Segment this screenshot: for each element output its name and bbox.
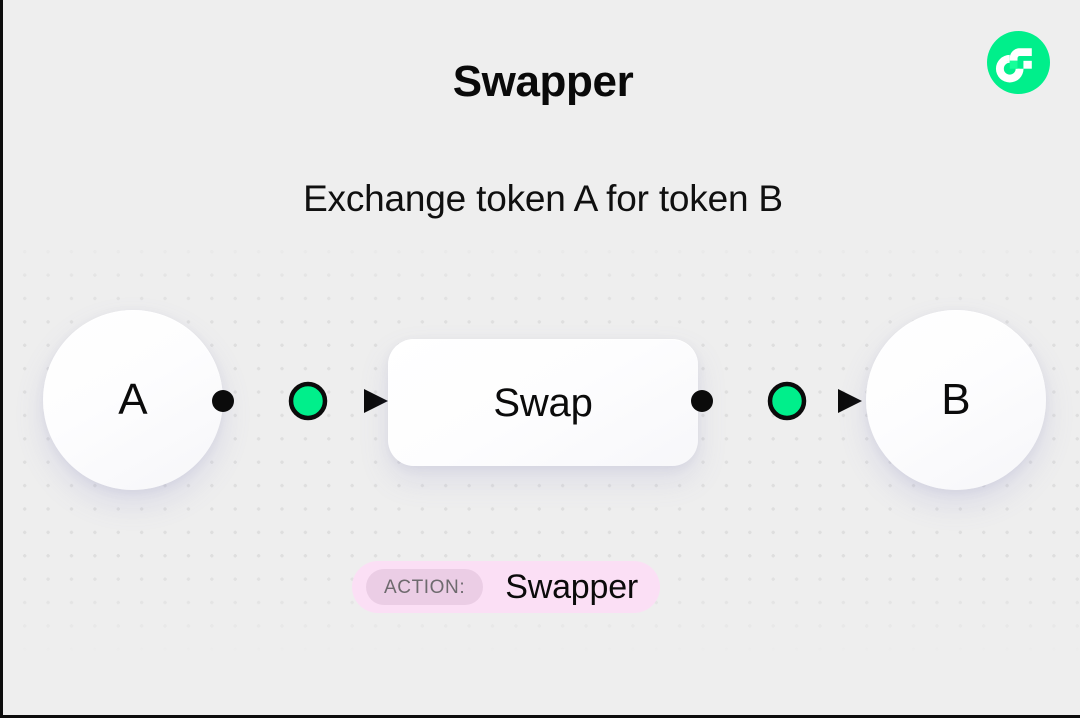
token-node-b-label: B (941, 375, 971, 424)
swap-process-node-label: Swap (493, 380, 593, 425)
token-node-b[interactable]: B (866, 310, 1046, 490)
arrowhead-icon (838, 389, 862, 413)
action-badge-chip-label: ACTION: (384, 576, 466, 598)
connector-swap-to-b (688, 376, 871, 426)
token-node-a-label: A (118, 375, 148, 424)
connector-a-to-swap (208, 376, 398, 426)
action-badge-value: Swapper (505, 568, 639, 606)
page-title: Swapper (452, 57, 634, 106)
page-subtitle: Exchange token A for token B (303, 178, 783, 219)
black-dot-icon (691, 390, 713, 412)
swap-process-node[interactable]: Swap (388, 339, 698, 466)
arrowhead-icon (364, 389, 388, 413)
flow-logo-icon (987, 31, 1050, 94)
action-badge-chip: ACTION: (366, 569, 484, 605)
green-circle-node-icon (767, 381, 807, 421)
green-circle-node-icon (288, 381, 328, 421)
token-node-a[interactable]: A (43, 310, 223, 490)
action-badge: ACTION: Swapper (352, 561, 661, 613)
black-dot-icon (212, 390, 234, 412)
